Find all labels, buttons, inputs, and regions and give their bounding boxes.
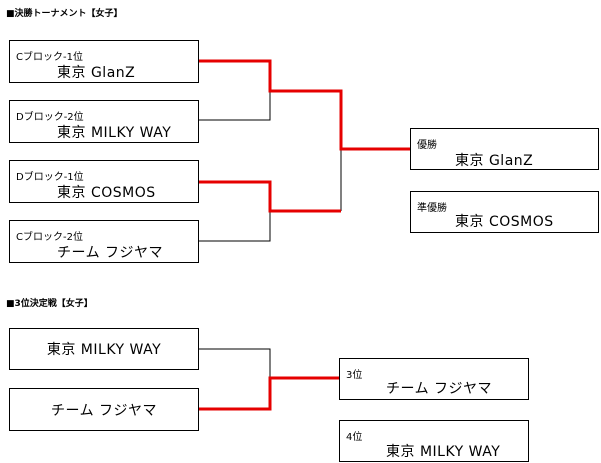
result-team: 東京 COSMOS [455,214,554,230]
third-place-heading: ■3位決定戦【女子】 [6,299,93,309]
third-entry-upper: 東京 MILKY WAY [9,328,199,370]
final-heading: ■決勝トーナメント【女子】 [6,9,123,19]
final-entry-d2: Dブロック-2位 東京 MILKY WAY [9,100,199,143]
final-entry-c1: Cブロック-1位 東京 GlanZ [9,40,199,83]
entry-label: Dブロック-2位 [16,112,84,123]
result-label: 準優勝 [417,203,447,214]
entry-label: Cブロック-2位 [16,232,83,243]
fourth-place-box: 4位 東京 MILKY WAY [339,420,529,462]
result-team: チーム フジヤマ [386,381,493,397]
entry-team: 東京 MILKY WAY [46,342,162,358]
third-entry-lower: チーム フジヤマ [9,388,199,431]
bracket-line-winner-d1 [199,180,341,213]
bracket-line-winner-third [199,376,339,411]
result-label: 3位 [346,370,363,381]
entry-team: 東京 COSMOS [57,185,156,201]
final-entry-c2: Cブロック-2位 チーム フジヤマ [9,220,199,263]
entry-label: Dブロック-1位 [16,172,84,183]
bracket-line-c2 [199,211,271,242]
entry-label: Cブロック-1位 [16,52,83,63]
entry-team: チーム フジヤマ [57,245,164,261]
final-entry-d1: Dブロック-1位 東京 COSMOS [9,160,199,203]
result-team: 東京 MILKY WAY [386,444,501,460]
champion-box: 優勝 東京 GlanZ [410,128,599,170]
entry-team: 東京 GlanZ [57,65,136,81]
bracket-line-d2 [199,91,271,121]
entry-team: 東京 MILKY WAY [57,125,172,141]
result-label: 優勝 [417,140,437,151]
result-label: 4位 [346,432,363,443]
bracket-line-third-upper [199,348,271,378]
bracket-line-winner-c1 [199,59,410,151]
entry-team: チーム フジヤマ [50,402,158,419]
third-place-box: 3位 チーム フジヤマ [339,358,529,400]
runner-up-box: 準優勝 東京 COSMOS [410,191,599,233]
result-team: 東京 GlanZ [455,153,534,169]
